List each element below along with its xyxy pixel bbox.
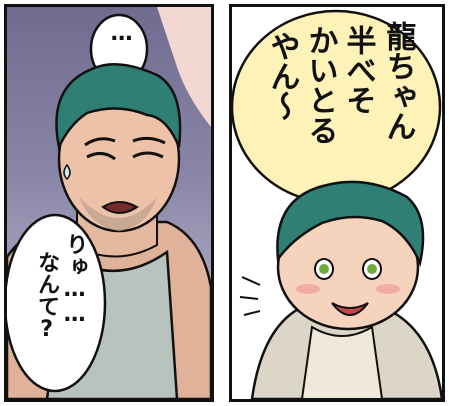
right-bubble-line-4: やん～ xyxy=(264,31,300,121)
man-hair xyxy=(55,63,182,152)
right-panel-art xyxy=(232,9,442,399)
left-bubble-line-2: なんて? xyxy=(34,251,60,342)
left-bubble-line-1: りゅ…… xyxy=(62,233,88,327)
left-panel-art xyxy=(7,7,211,399)
left-manga-panel: … りゅ…… なんて? xyxy=(4,4,214,402)
thought-dots: … xyxy=(109,21,135,46)
left-speech-bubble xyxy=(7,213,107,393)
right-bubble-line-3: かいとる xyxy=(302,25,338,145)
right-bubble-line-1: 龍ちゃん xyxy=(380,21,416,141)
boy-hair xyxy=(276,180,425,268)
right-manga-panel: 龍ちゃん 半べそ かいとる やん～ xyxy=(229,4,445,402)
right-bubble-line-2: 半べそ xyxy=(340,25,376,115)
